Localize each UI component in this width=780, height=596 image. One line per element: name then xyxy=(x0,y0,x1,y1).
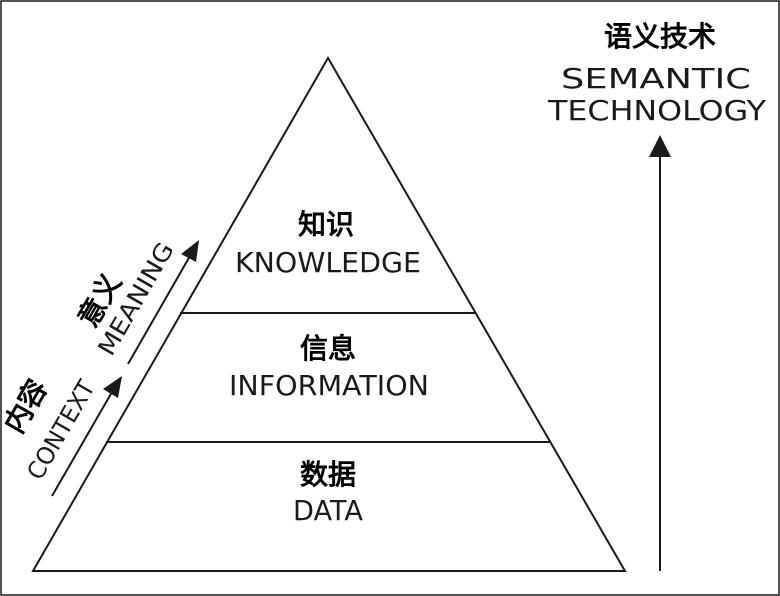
pyramid: 知识 KNOWLEDGE 信息 INFORMATION 数据 DATA xyxy=(31,55,627,572)
tier-knowledge-en: KNOWLEDGE xyxy=(235,246,421,279)
tier-information-zh: 信息 xyxy=(300,332,356,365)
meaning-arrowhead-icon xyxy=(181,240,199,262)
context-arrow-shaft xyxy=(51,391,113,497)
semantic-arrowhead-icon xyxy=(649,135,671,157)
semantic-label-zh: 语义技术 xyxy=(604,20,716,53)
semantic-label-en-line1: SEMANTIC xyxy=(561,62,751,95)
tier-knowledge-zh: 知识 xyxy=(298,208,354,241)
semantic-label-en-line2: TECHNOLOGY xyxy=(547,94,767,127)
tier-information-en: INFORMATION xyxy=(229,369,429,402)
meaning-arrow-shaft xyxy=(127,255,191,365)
tier-data-en: DATA xyxy=(293,494,363,527)
tier-data-zh: 数据 xyxy=(300,458,356,491)
semantic-technology-arrow: 语义技术 SEMANTIC TECHNOLOGY xyxy=(547,20,767,571)
context-arrowhead-icon xyxy=(103,376,122,398)
